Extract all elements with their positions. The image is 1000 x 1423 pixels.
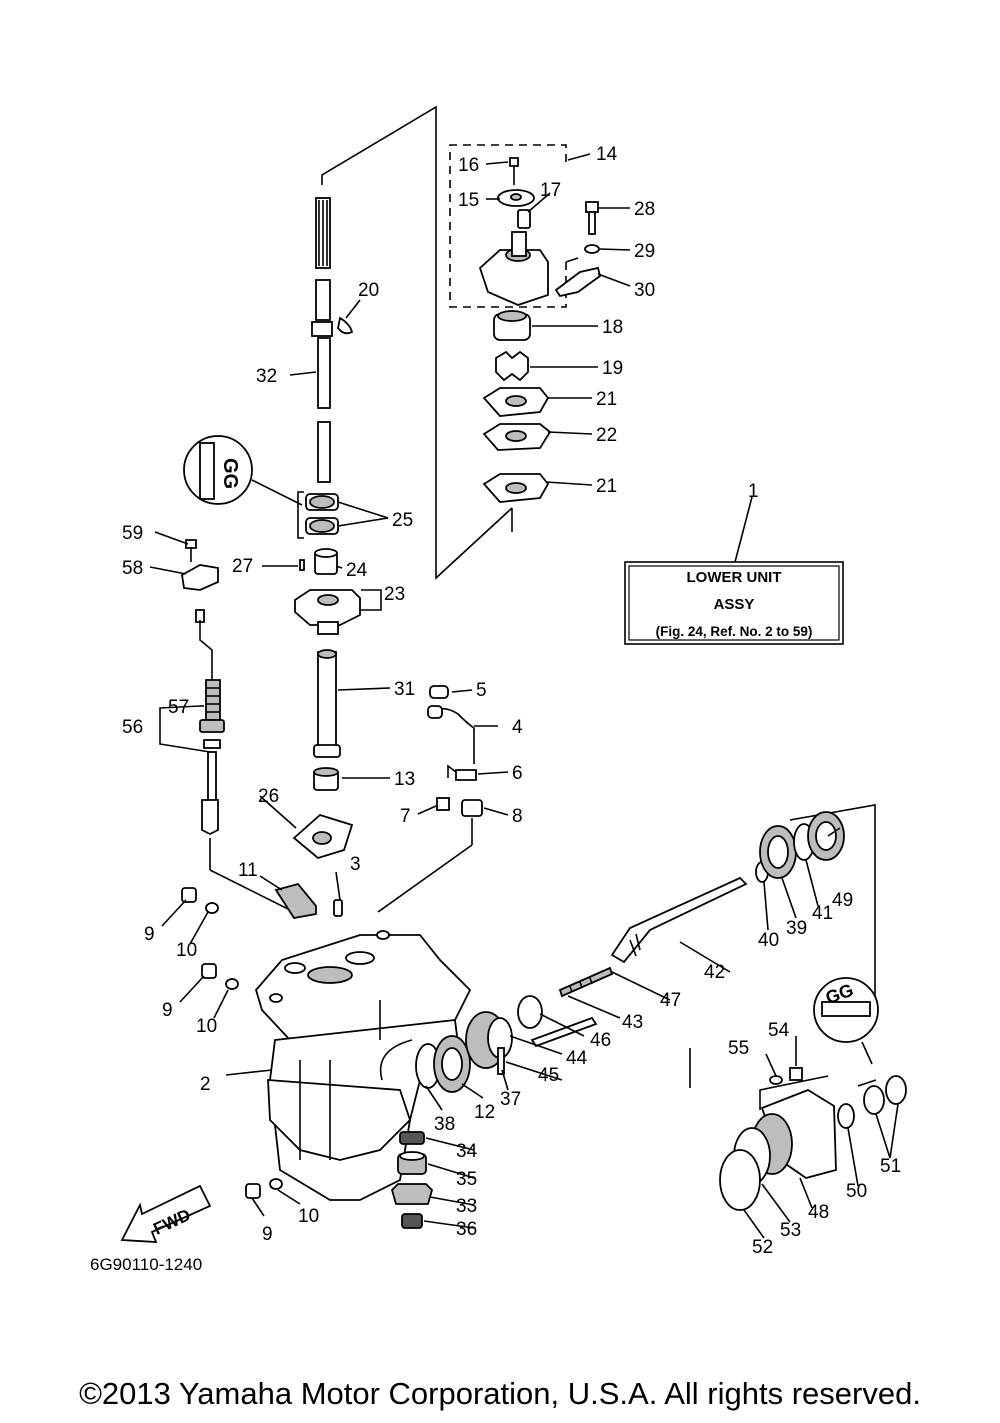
callout-25: 25	[392, 510, 413, 531]
callout-18: 18	[602, 317, 623, 338]
shift-linkage-parts	[377, 685, 483, 913]
callout-48: 48	[808, 1202, 829, 1223]
lower-casing	[254, 930, 472, 1201]
callout-46: 46	[590, 1030, 611, 1051]
callout-50: 50	[846, 1181, 867, 1202]
callout-12: 12	[474, 1102, 495, 1123]
callout-21a: 21	[596, 389, 617, 410]
callout-1: 1	[748, 481, 759, 502]
callout-14: 14	[596, 144, 618, 165]
callout-39: 39	[786, 918, 807, 939]
assy-box-line3: (Fig. 24, Ref. No. 2 to 59)	[656, 624, 813, 639]
callout-58: 58	[122, 558, 143, 579]
driveshaft-housing	[294, 548, 361, 635]
copyright-notice: ©2013 Yamaha Motor Corporation, U.S.A. A…	[79, 1376, 921, 1411]
callout-24: 24	[346, 560, 368, 581]
callout-55: 55	[728, 1038, 749, 1059]
callout-51: 51	[880, 1156, 901, 1177]
shift-rod-parts	[181, 539, 301, 916]
callout-9b: 9	[162, 1000, 173, 1021]
callout-32: 32	[256, 366, 277, 387]
callout-43: 43	[622, 1012, 643, 1033]
callout-54: 54	[768, 1020, 790, 1041]
callout-59: 59	[122, 523, 143, 544]
callout-3: 3	[350, 854, 361, 875]
callout-27: 27	[232, 556, 253, 577]
callout-10a: 10	[176, 940, 197, 961]
callout-44: 44	[566, 1048, 588, 1069]
callout-9a: 9	[144, 924, 155, 945]
callout-5: 5	[476, 680, 487, 701]
callout-26: 26	[258, 786, 279, 807]
callout-52: 52	[752, 1237, 773, 1258]
callout-7: 7	[400, 806, 411, 827]
callout-49: 49	[832, 890, 853, 911]
oil-seal-13	[313, 767, 339, 791]
callout-37: 37	[500, 1089, 521, 1110]
water-pump-dashed-box	[449, 144, 567, 308]
water-tube	[313, 649, 341, 758]
assy-box-line1: LOWER UNIT	[687, 569, 782, 586]
callout-2: 2	[200, 1074, 211, 1095]
callout-9c: 9	[262, 1224, 273, 1245]
lubricant-code-upper: GG	[219, 458, 241, 489]
water-pump-parts	[478, 157, 602, 503]
callout-23: 23	[384, 584, 405, 605]
callout-11: 11	[238, 860, 258, 881]
pinion-gear-stack	[390, 1131, 434, 1229]
callout-34: 34	[456, 1141, 478, 1162]
callout-8: 8	[512, 806, 523, 827]
prop-shaft-housing-group: GG	[689, 977, 907, 1211]
callout-35: 35	[456, 1169, 477, 1190]
callout-10c: 10	[298, 1206, 319, 1227]
callout-28: 28	[634, 199, 655, 220]
callout-6: 6	[512, 763, 523, 784]
callout-19: 19	[602, 358, 623, 379]
callout-45: 45	[538, 1065, 559, 1086]
callout-13: 13	[394, 769, 415, 790]
callout-57: 57	[168, 697, 189, 718]
callout-15: 15	[458, 190, 479, 211]
callout-10b: 10	[196, 1016, 217, 1037]
anode-plate	[274, 882, 317, 919]
callout-31: 31	[394, 679, 415, 700]
drive-shaft	[311, 197, 333, 483]
callout-33: 33	[456, 1196, 477, 1217]
callout-29: 29	[634, 241, 655, 262]
callout-30: 30	[634, 280, 655, 301]
assy-box-line2: ASSY	[714, 596, 755, 613]
callout-36: 36	[456, 1219, 477, 1240]
callout-42: 42	[704, 962, 725, 983]
callout-22: 22	[596, 425, 617, 446]
callout-4: 4	[512, 717, 523, 738]
callout-21b: 21	[596, 476, 617, 497]
forward-direction-arrow: FWD	[120, 1184, 212, 1243]
forward-gear-parts	[415, 1011, 513, 1093]
driveshaft-frame-lines	[321, 105, 513, 580]
callout-53: 53	[780, 1220, 801, 1241]
dowel-pin	[333, 899, 343, 917]
callout-numbers: 1 2 3 4 5 6 7 8 9 9 9 10 10 10 11 12 13 …	[122, 144, 901, 1258]
callout-56: 56	[122, 717, 143, 738]
lower-unit-assy-box: LOWER UNIT ASSY (Fig. 24, Ref. No. 2 to …	[624, 496, 844, 645]
callout-16: 16	[458, 155, 479, 176]
reverse-gear-parts	[755, 804, 876, 1000]
callout-38: 38	[434, 1114, 455, 1135]
leader-lines	[149, 153, 899, 1239]
callout-20: 20	[358, 280, 379, 301]
lubricant-mark-upper: GG	[183, 435, 303, 506]
callout-41: 41	[812, 903, 833, 924]
callout-17: 17	[540, 180, 561, 201]
drawing-code: 6G90110-1240	[90, 1255, 202, 1274]
callout-40: 40	[758, 930, 779, 951]
casing-bolts	[181, 887, 283, 1199]
driveshaft-bearings	[297, 491, 339, 539]
gasket-26-hole	[312, 831, 332, 845]
callout-47: 47	[660, 990, 681, 1011]
drive-shaft-key	[337, 316, 354, 335]
